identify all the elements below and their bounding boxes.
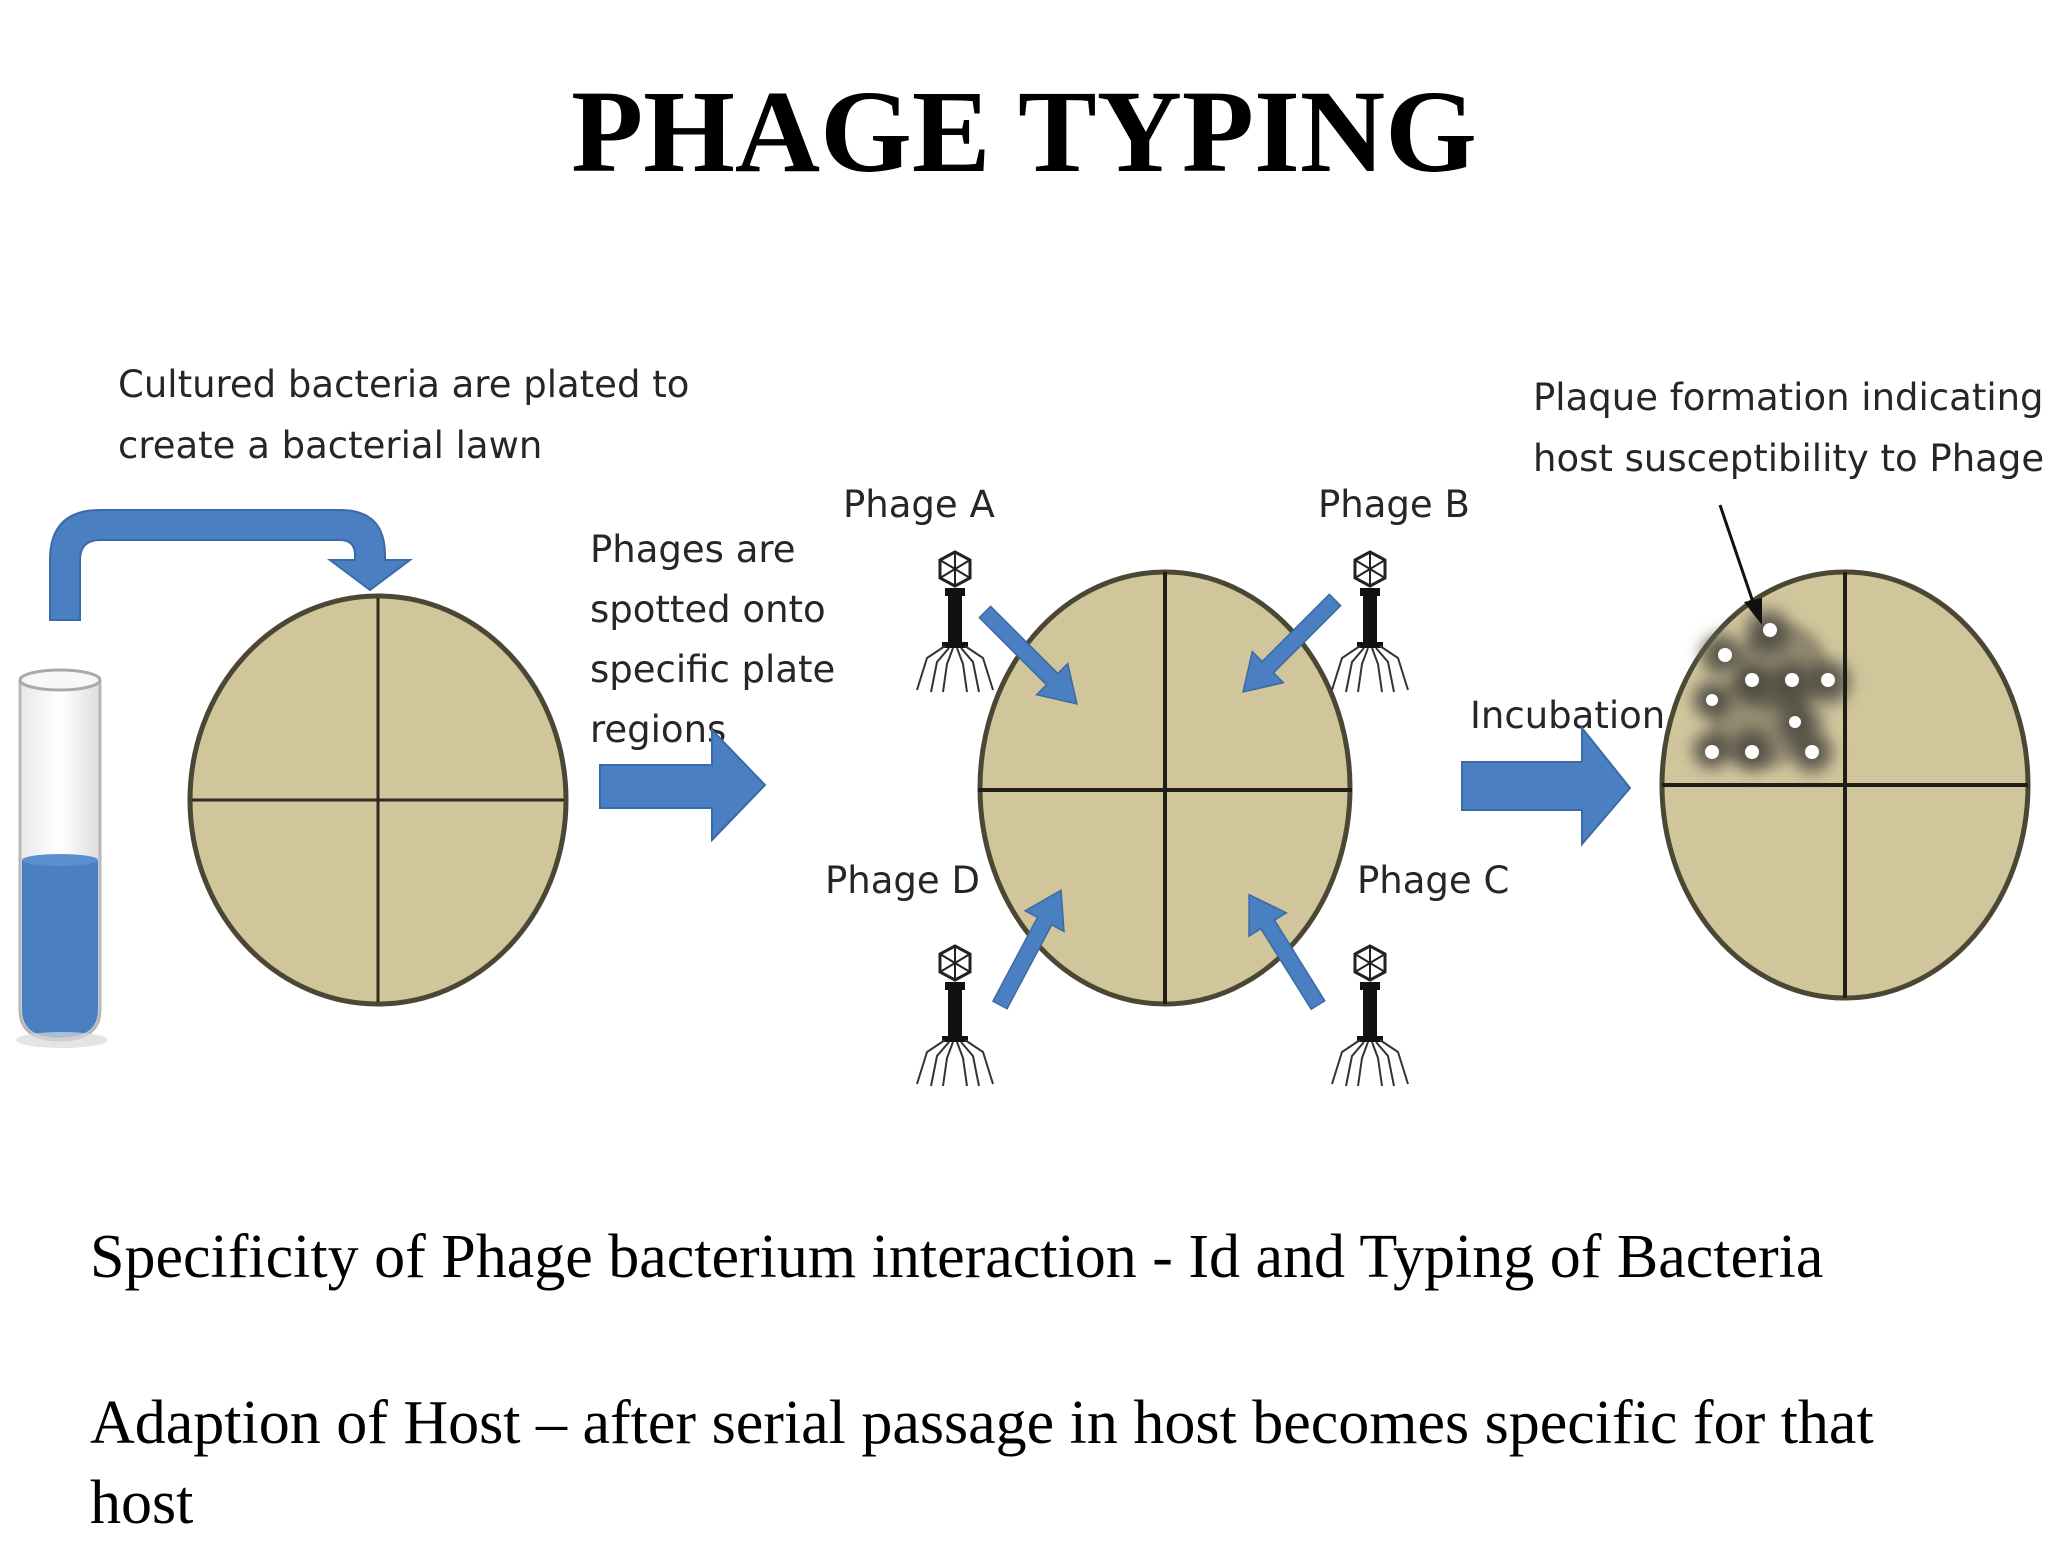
slide-title: PHAGE TYPING <box>571 66 1477 197</box>
body-text-specificity: Specificity of Phage bacterium interacti… <box>90 1223 1824 1291</box>
body-text-host-adaption: Adaption of Host – after serial passage … <box>90 1389 1874 1537</box>
curved-arrow-icon <box>49 509 413 621</box>
incubation-label: Incubation <box>1470 694 1665 737</box>
step2-caption-line3: specific plate <box>590 648 835 691</box>
phage-b-label: Phage B <box>1318 483 1470 526</box>
plaque-caption-line2: host susceptibility to Phage A <box>1533 437 2048 480</box>
phage-a-label: Phage A <box>843 483 995 526</box>
test-tube-icon <box>16 668 108 1048</box>
phage-typing-diagram: Cultured bacteria are plated to create a… <box>16 363 2048 1088</box>
step2-caption-line1: Phages are <box>590 528 796 571</box>
phage-d-label: Phage D <box>825 859 980 902</box>
plaque-icon <box>1705 623 1835 759</box>
block-arrow-icon <box>978 593 1342 1011</box>
step1-caption-line2: create a bacterial lawn <box>118 424 542 467</box>
petri-dish-icon <box>187 593 569 1007</box>
pointer-arrow-icon <box>1718 504 1762 625</box>
step2-caption-line2: spotted onto <box>590 588 826 631</box>
block-arrow-icon <box>1461 725 1632 847</box>
petri-dish-icon <box>1659 569 2031 1001</box>
step1-caption-line1: Cultured bacteria are plated to <box>118 363 689 406</box>
phage-c-label: Phage C <box>1357 859 1509 902</box>
plaque-caption-line1: Plaque formation indicating <box>1533 376 2044 419</box>
step2-caption-line4: regions <box>590 708 726 751</box>
block-arrow-icon <box>599 727 767 843</box>
